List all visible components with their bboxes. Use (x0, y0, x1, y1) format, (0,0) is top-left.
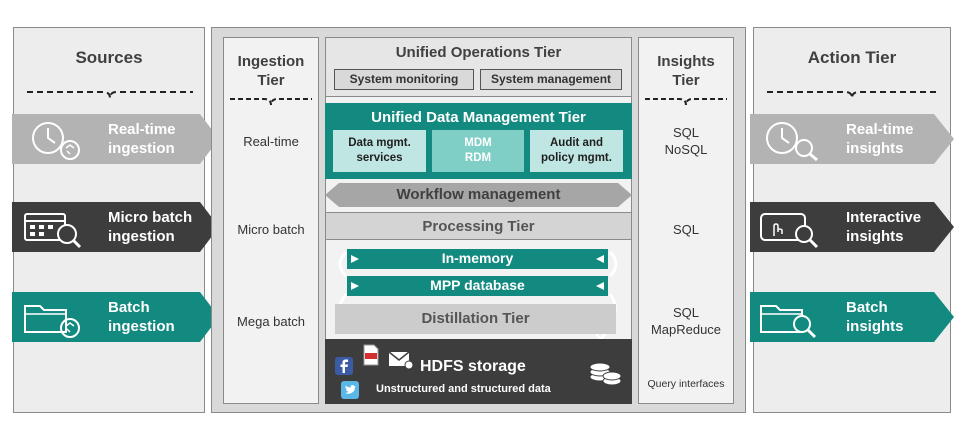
interactive-insights-line2: insights (846, 228, 904, 245)
micro-batch-ingestion-line1: Micro batch (108, 209, 193, 226)
realtime-ingestion-arrow (12, 114, 219, 164)
in-memory-arrowheads (351, 255, 604, 263)
batch-ingestion-line2: ingestion (108, 318, 175, 335)
batch-ingestion-arrow (12, 292, 219, 342)
interactive-insights-label: Interactive insights (846, 208, 921, 246)
mpp-database-label: MPP database (430, 277, 525, 293)
insights-sql-3: SQL (672, 305, 699, 320)
processing-tier: Processing Tier (325, 212, 632, 240)
ingestion-mega-batch: Mega batch (237, 314, 305, 329)
insights-title-line2: Tier (672, 72, 700, 89)
email-icon (388, 351, 414, 370)
audit-line2: policy mgmt. (541, 152, 612, 164)
distillation-tier: Distillation Tier (335, 304, 616, 334)
operations-tier-title: Unified Operations Tier (395, 44, 562, 61)
pdf-icon (363, 344, 379, 366)
insights-nosql: NoSQL (664, 142, 708, 157)
workflow-management-arrow (325, 183, 632, 207)
workflow-management-label: Workflow management (396, 186, 561, 203)
insights-sql-1: SQL (672, 125, 699, 140)
ingestion-brace (230, 98, 312, 106)
folder-recycle-icon (24, 305, 80, 338)
ingestion-title-line2: Tier (257, 72, 285, 89)
batch-ingestion-line1: Batch (108, 299, 150, 316)
realtime-insights-line1: Real-time (846, 121, 914, 138)
rdm-line: RDM (464, 152, 492, 164)
hdfs-storage-title: HDFS storage (420, 358, 526, 375)
batch-insights-line2: insights (846, 318, 904, 335)
insights-tier-title: Insights Tier (638, 52, 734, 90)
mpp-database-bar (347, 276, 608, 296)
batch-insights-label: Batch insights (846, 298, 904, 336)
realtime-insights-line2: insights (846, 140, 904, 157)
realtime-insights-label: Real-time insights (846, 120, 914, 158)
clock-search-icon (766, 122, 818, 162)
touch-search-icon (760, 213, 819, 249)
insights-row-interactive: SQL (638, 221, 734, 238)
insights-brace (645, 98, 727, 106)
hdfs-storage-subtitle: Unstructured and structured data (376, 383, 551, 395)
realtime-ingestion-line2: ingestion (108, 140, 175, 157)
twitter-icon (341, 381, 359, 399)
realtime-ingestion-label: Real-time ingestion (108, 120, 176, 158)
audit-policy-box: Audit and policy mgmt. (530, 130, 623, 172)
action-tier-title: Action Tier (807, 48, 897, 67)
data-mgmt-line1: Data mgmt. (348, 137, 411, 149)
insights-sql-2: SQL (672, 222, 699, 237)
action-brace (767, 91, 938, 99)
system-management-box: System management (480, 69, 622, 90)
insights-row-realtime: SQL NoSQL (638, 124, 734, 158)
interactive-insights-line1: Interactive (846, 209, 922, 226)
data-mgmt-services-box: Data mgmt. services (333, 130, 426, 172)
folder-search-icon (760, 305, 817, 339)
data-management-tier-title: Unified Data Management Tier (371, 109, 586, 126)
mdm-line: MDM (464, 137, 492, 149)
clock-recycle-icon (32, 122, 80, 160)
insights-mapreduce: MapReduce (650, 322, 722, 337)
facebook-icon (335, 357, 353, 375)
in-memory-bar (347, 249, 608, 269)
mpp-arrowheads (351, 282, 604, 290)
database-icon (589, 362, 622, 386)
insights-row-batch: SQL MapReduce (638, 304, 734, 338)
batch-ingestion-label: Batch ingestion (108, 298, 175, 336)
data-mgmt-line2: services (356, 152, 403, 164)
realtime-ingestion-line1: Real-time (108, 121, 176, 138)
batch-insights-line1: Batch (846, 299, 888, 316)
ingestion-tier-title: Ingestion Tier (223, 52, 319, 90)
ingestion-title-line1: Ingestion (237, 53, 305, 70)
sources-title: Sources (75, 48, 143, 67)
ingestion-realtime: Real-time (243, 134, 299, 149)
calendar-search-icon (24, 213, 82, 249)
mdm-rdm-box: MDM RDM (432, 130, 524, 172)
in-memory-label: In-memory (441, 250, 514, 266)
audit-line1: Audit and (549, 137, 604, 149)
ingestion-micro-batch: Micro batch (237, 222, 305, 237)
micro-batch-ingestion-line2: ingestion (108, 228, 175, 245)
micro-batch-ingestion-label: Micro batch ingestion (108, 208, 192, 246)
query-interfaces-label: Query interfaces (647, 378, 725, 390)
sources-brace (27, 91, 193, 99)
system-monitoring-box: System monitoring (334, 69, 474, 90)
insights-title-line1: Insights (657, 53, 715, 70)
